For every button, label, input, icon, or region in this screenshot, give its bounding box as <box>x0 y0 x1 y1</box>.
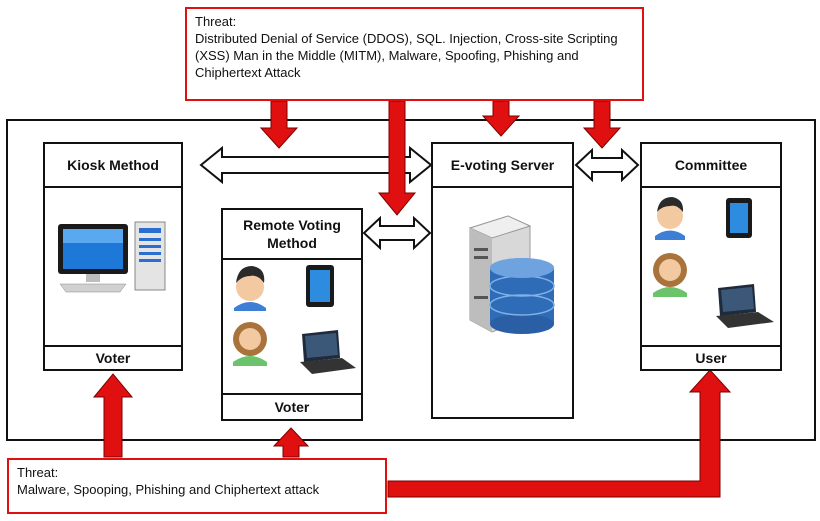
threat-top-text: Distributed Denial of Service (DDOS), SQ… <box>195 31 618 80</box>
evoting-server-box: E-voting Server <box>431 142 574 419</box>
threat-bottom-text: Malware, Spooping, Phishing and Chiphert… <box>17 482 320 497</box>
committee-woman-avatar-icon <box>653 253 687 297</box>
double-arrow-remote-server <box>362 215 432 251</box>
threat-bottom-label: Threat: <box>17 465 59 480</box>
woman-avatar-icon <box>233 322 267 366</box>
committee-box: Committee User <box>640 142 782 371</box>
threat-arrows-top <box>259 100 622 216</box>
double-arrow-server-committee <box>574 147 640 183</box>
threat-box-bottom: Threat: Malware, Spooping, Phishing and … <box>7 458 387 514</box>
man-avatar-icon <box>234 266 266 311</box>
kiosk-voter-label: Voter <box>45 345 181 369</box>
committee-man-avatar-icon <box>655 197 685 240</box>
tablet-icon <box>306 265 334 307</box>
remote-voter-label: Voter <box>223 393 361 419</box>
committee-title: Committee <box>642 144 780 188</box>
remote-voting-box: Remote Voting Method Voter <box>221 208 363 421</box>
threat-box-top: Threat: Distributed Denial of Service (D… <box>185 7 644 101</box>
server-database-icon <box>468 215 555 334</box>
kiosk-method-title: Kiosk Method <box>45 144 181 188</box>
system-boundary <box>6 119 816 441</box>
committee-user-label: User <box>642 345 780 369</box>
committee-laptop-icon <box>716 284 774 328</box>
evoting-server-title: E-voting Server <box>433 144 572 188</box>
remote-voting-title: Remote Voting Method <box>223 210 361 260</box>
committee-tablet-icon <box>726 198 752 238</box>
laptop-icon <box>300 330 356 374</box>
threat-top-label: Threat: <box>195 14 237 29</box>
desktop-computer-icon <box>58 221 166 293</box>
kiosk-method-box: Kiosk Method Voter <box>43 142 183 371</box>
threat-arrows-bottom <box>92 369 732 498</box>
